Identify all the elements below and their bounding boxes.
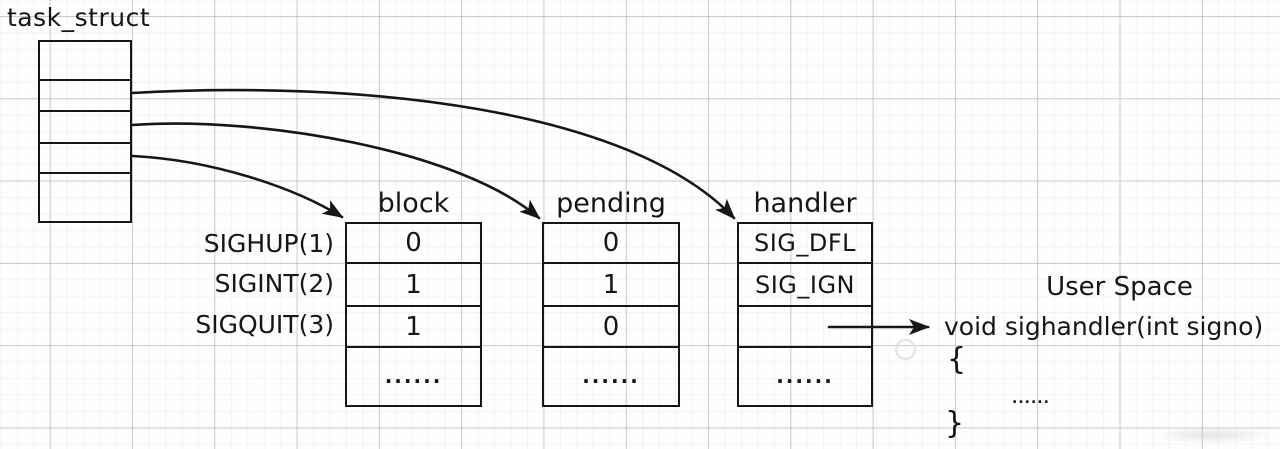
task-struct-field <box>40 110 130 142</box>
handler-cell-sigint: SIG_IGN <box>739 262 871 305</box>
block-cell-sigquit: 1 <box>347 305 480 346</box>
block-cell-sighup: 0 <box>405 228 422 258</box>
handler-table-header: handler <box>753 188 857 219</box>
block-cell-ellipsis: ...... <box>347 346 480 404</box>
block-table: 0 1 1 ...... <box>345 222 482 407</box>
signal-label-sighup: SIGHUP(1) <box>203 229 334 258</box>
sighandler-signature: void sighandler(int signo) <box>944 312 1264 341</box>
pending-table-header: pending <box>556 188 666 219</box>
task-struct-box <box>38 40 132 223</box>
pending-cell-ellipsis: ...... <box>544 346 678 404</box>
user-space-title: User Space <box>1046 272 1193 302</box>
open-brace: { <box>947 342 967 377</box>
pending-table: 0 1 0 ...... <box>542 222 680 407</box>
handler-cell-sighup: SIG_DFL <box>753 229 857 257</box>
faint-circle-artifact <box>895 339 916 360</box>
block-table-header: block <box>377 188 450 219</box>
handler-cell-sigquit <box>739 305 871 346</box>
task-struct-field <box>40 142 130 172</box>
handler-cell-ellipsis: ...... <box>739 346 871 404</box>
handler-table: SIG_DFL SIG_IGN ...... <box>737 222 873 407</box>
pending-cell-sighup: 0 <box>602 228 620 258</box>
arrow-task-to-block <box>131 154 344 219</box>
task-struct-field <box>40 172 130 220</box>
signal-label-sigquit: SIGQUIT(3) <box>195 310 334 339</box>
function-body-ellipsis: ...... <box>1012 391 1050 407</box>
task-struct-field <box>40 79 130 110</box>
task-struct-field <box>40 42 130 79</box>
watermark-smudge <box>1150 426 1275 444</box>
block-cell-sigint: 1 <box>347 262 480 305</box>
pending-cell-sigint: 1 <box>544 262 678 305</box>
pending-cell-sigquit: 0 <box>544 305 678 346</box>
signal-label-sigint: SIGINT(2) <box>214 269 334 298</box>
close-brace: } <box>945 406 965 441</box>
task-struct-title: task_struct <box>7 3 151 32</box>
